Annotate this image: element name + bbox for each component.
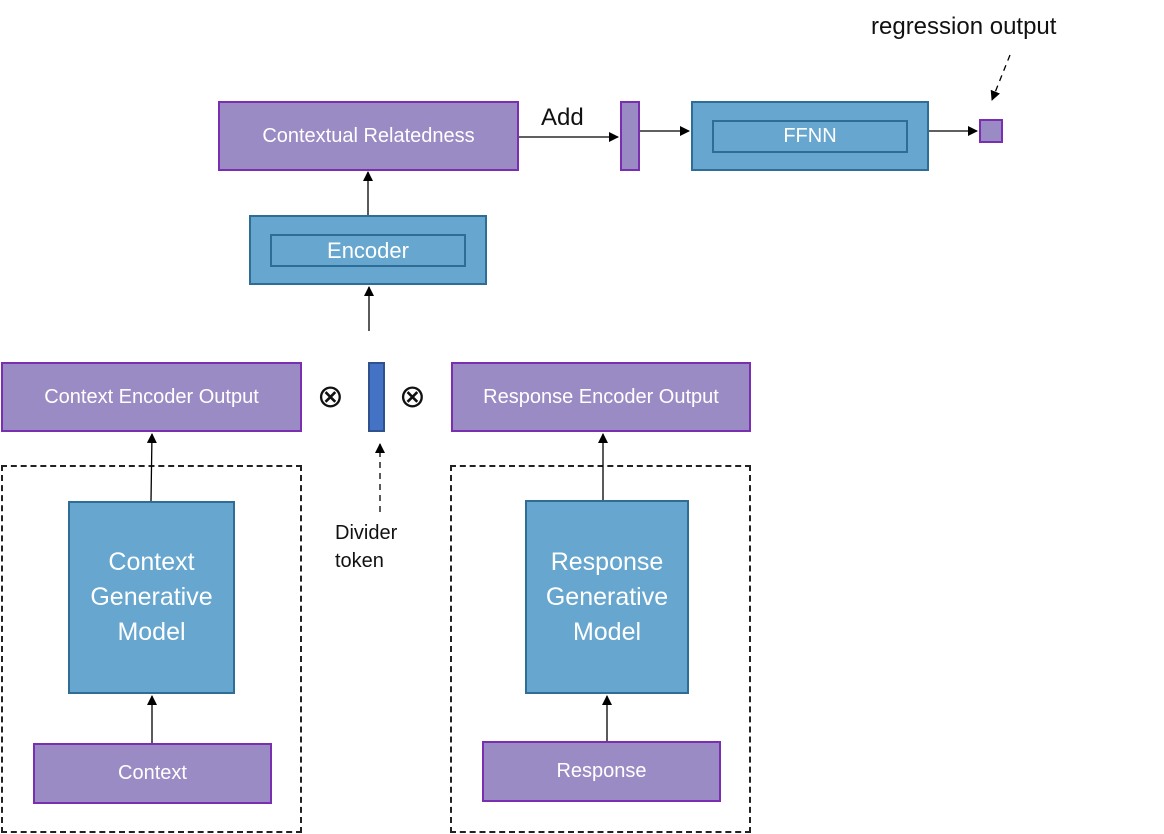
encoder-node: Encoder: [249, 215, 487, 285]
arrow-generative-to-context-output: [146, 433, 157, 502]
ffnn-node: FFNN: [691, 101, 929, 171]
contextual-relatedness-node: Contextual Relatedness: [218, 101, 519, 171]
ffnn-inner-box: FFNN: [712, 120, 908, 153]
response-encoder-output-label: Response Encoder Output: [483, 385, 719, 408]
add-label: Add: [541, 104, 584, 131]
context-generative-model-node: Context Generative Model: [68, 501, 235, 694]
divider-token-node: [368, 362, 385, 432]
response-generative-model-label: Response Generative Model: [545, 547, 669, 646]
concat-left-icon: ⊗: [317, 378, 344, 414]
encoder-inner-box: Encoder: [270, 234, 466, 267]
contextual-relatedness-label: Contextual Relatedness: [262, 124, 475, 147]
concat-right-icon: ⊗: [399, 378, 426, 414]
response-generative-model-node: Response Generative Model: [525, 500, 689, 694]
encoder-label: Encoder: [327, 237, 409, 263]
regression-output-label: regression output: [871, 13, 1057, 40]
add-vector-node: [620, 101, 640, 171]
response-input-node: Response: [482, 741, 721, 802]
context-input-node: Context: [33, 743, 272, 804]
response-encoder-output-node: Response Encoder Output: [451, 362, 751, 432]
context-encoder-output-node: Context Encoder Output: [1, 362, 302, 432]
context-input-label: Context: [118, 762, 187, 784]
response-group-frame: [450, 465, 751, 833]
context-generative-model-label: Context Generative Model: [90, 548, 213, 646]
ffnn-label: FFNN: [783, 125, 837, 147]
divider-token-label: Divider token: [335, 522, 398, 572]
arrow-regression-pointer: [990, 54, 1011, 101]
response-input-label: Response: [556, 760, 647, 782]
regression-output-node: [979, 119, 1003, 143]
context-encoder-output-label: Context Encoder Output: [44, 385, 259, 408]
